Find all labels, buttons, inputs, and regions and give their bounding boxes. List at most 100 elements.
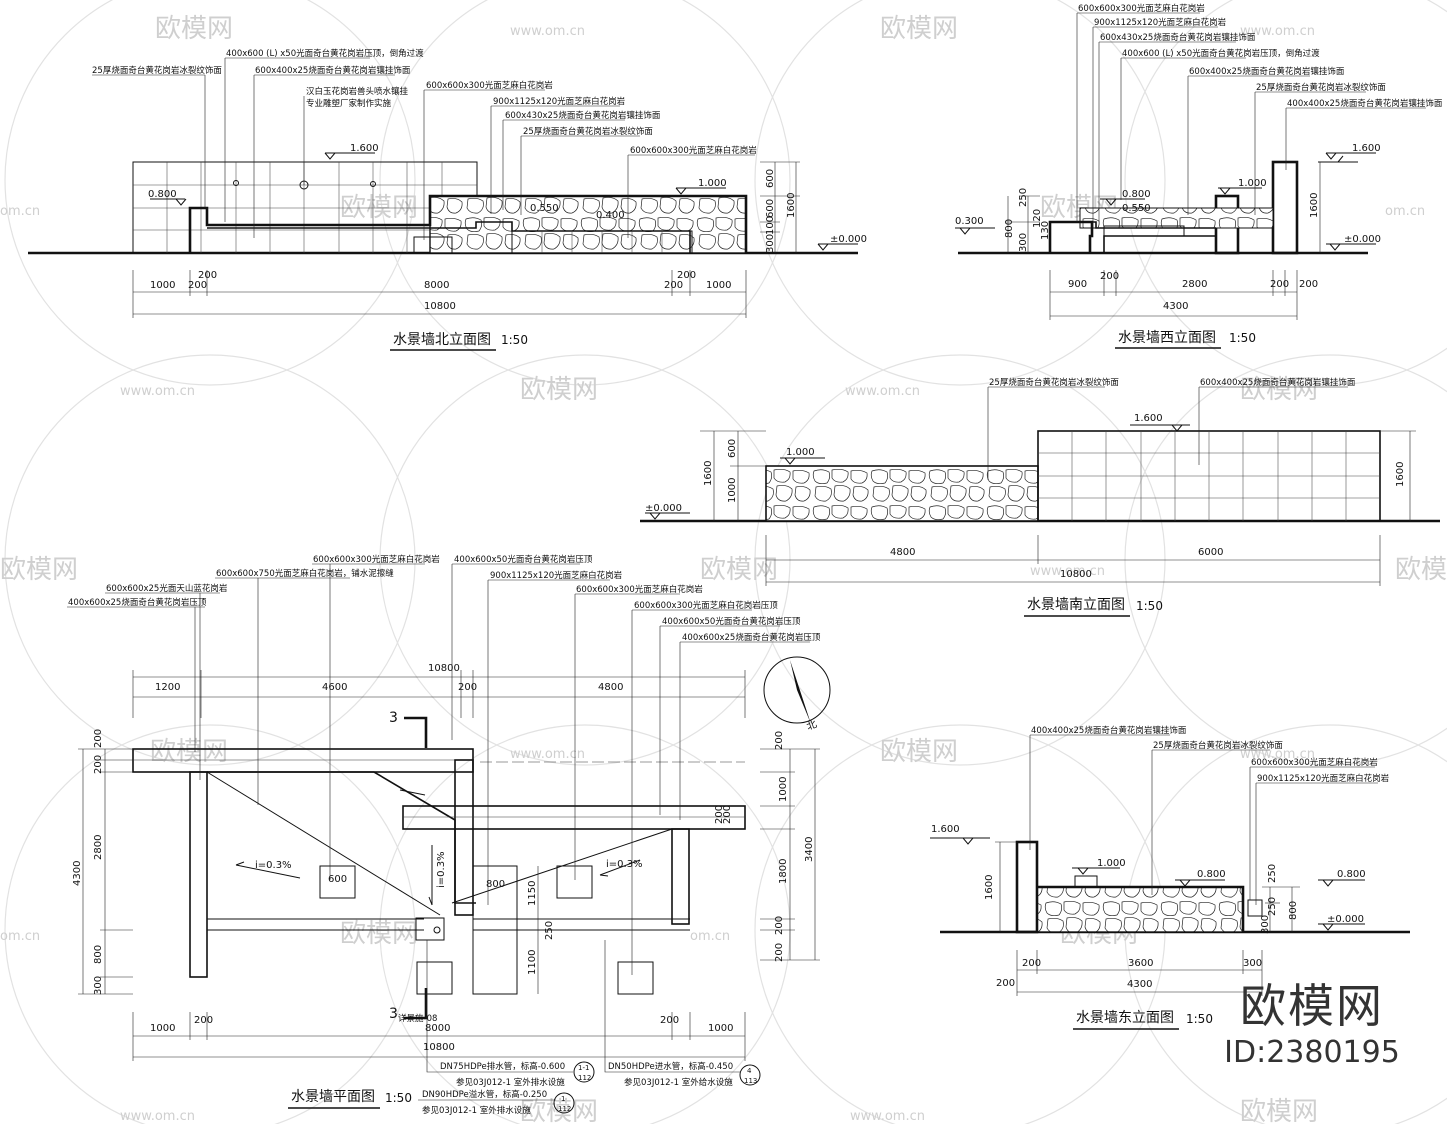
- dimension-label: 2800: [93, 835, 104, 860]
- dimension-label: 200: [1100, 271, 1119, 282]
- watermark-brand: 欧模网: [1240, 375, 1318, 405]
- elevation-label: 0.800: [1337, 869, 1366, 880]
- watermark-brand: 欧模网: [340, 919, 418, 949]
- watermark-brand: 欧模网: [520, 1097, 598, 1124]
- dimension-label: 100: [765, 216, 776, 235]
- dimension-label: 200: [93, 729, 104, 748]
- dimension-label: 1000: [778, 777, 789, 802]
- dimension-label: 4600: [322, 682, 347, 693]
- dimension-label: 800: [1288, 901, 1299, 920]
- watermark-brand: 欧模网: [700, 555, 778, 585]
- dimension-label: 1000: [708, 1023, 733, 1034]
- dimension-label: 250: [1267, 864, 1278, 883]
- pipe-note: 参见03J012-1 室外给水设施: [624, 1077, 733, 1088]
- dimension-label: 200: [774, 943, 785, 962]
- annotation-note: 400x600x50光面奇台黄花岗岩压顶: [454, 554, 593, 565]
- annotation-note: 600x400x25烧面奇台黄花岗岩镶挂饰面: [1189, 66, 1345, 77]
- annotation-note: 600x600x300光面芝麻白花岗岩: [576, 584, 703, 595]
- pipe-note: DN90HDPe溢水管，标高-0.250: [422, 1089, 547, 1100]
- plan-box-label: 600: [328, 874, 347, 885]
- dimension-label: 1600: [703, 461, 714, 486]
- watermark-brand: 欧模网: [1395, 555, 1447, 585]
- dimension-label: 4300: [1127, 979, 1152, 990]
- annotation-note: 25厚烧面奇台黄花岗岩冰裂纹饰面: [92, 65, 222, 76]
- dimension-label: 800: [93, 945, 104, 964]
- pipe-note: DN50HDPe进水管，标高-0.450: [608, 1061, 733, 1072]
- annotation-note: 400x600 (L) x50光面奇台黄花岗岩压顶，倒角过渡: [1122, 48, 1320, 59]
- dimension-label: 1150: [527, 881, 538, 906]
- section-mark: 3: [389, 710, 398, 726]
- watermark-site: www.om.cn: [120, 1109, 195, 1124]
- elevation-label: 0.400: [596, 210, 625, 221]
- elevation-label: 1.600: [931, 824, 960, 835]
- dimension-label: 4300: [1163, 301, 1188, 312]
- dimension-label: 1800: [778, 859, 789, 884]
- detail-tag: 112: [578, 1074, 591, 1082]
- watermark-site-short: om.cn: [0, 204, 40, 219]
- slope-label: i=0.3%: [606, 859, 643, 870]
- watermark-site-short: om.cn: [0, 929, 40, 944]
- south-elevation-drawing: 1.000 1.600 ±0.000 1600 600 1000 1600 48…: [640, 377, 1440, 617]
- dimension-label: 200: [188, 280, 207, 291]
- pipe-note: 参见03J012-1 室外排水设施: [456, 1077, 565, 1088]
- dimension-label: 1000: [727, 478, 738, 503]
- elevation-label: 1.000: [1238, 178, 1267, 189]
- annotation-note: 900x1125x120光面芝麻白花岗岩: [1094, 17, 1227, 28]
- north-arrow: 北: [763, 656, 831, 733]
- annotation-note: 600x430x25烧面奇台黄花岗岩镶挂饰面: [505, 110, 661, 121]
- elevation-label: ±0.000: [1327, 914, 1364, 925]
- dimension-label: 200: [664, 280, 683, 291]
- annotation-note: 600x600x300光面芝麻白花岗岩: [630, 145, 757, 156]
- annotation-note: 600x400x25烧面奇台黄花岗岩镶挂饰面: [1200, 377, 1356, 388]
- dimension-label: 1000: [150, 1023, 175, 1034]
- elevation-label: 0.550: [530, 203, 559, 214]
- elevation-label: ±0.000: [645, 503, 682, 514]
- dimension-label: 200: [996, 978, 1015, 989]
- annotation-note: 400x600 (L) x50光面奇台黄花岗岩压顶，倒角过渡: [226, 48, 424, 59]
- annotation-note: 600x600x300光面芝麻白花岗岩: [1078, 3, 1205, 14]
- plan-box-label: 800: [486, 879, 505, 890]
- dimension-label: 600: [765, 199, 776, 218]
- dimension-label: 200: [1270, 279, 1289, 290]
- watermark-site: www.om.cn: [120, 384, 195, 399]
- elevation-label: 1.000: [698, 178, 727, 189]
- dimension-label: 300: [765, 234, 776, 253]
- dimension-label: 10800: [424, 301, 456, 312]
- drawing-title: 水景墙南立面图: [1027, 597, 1125, 613]
- dimension-label: 300: [1018, 233, 1029, 252]
- detail-tag: 112: [558, 1105, 571, 1113]
- annotation-note: 25厚烧面奇台黄花岗岩冰裂纹饰面: [1153, 740, 1283, 751]
- annotation-note: 600x600x300光面芝麻白花岗岩: [313, 554, 440, 565]
- annotation-note: 900x1125x120光面芝麻白花岗岩: [1257, 773, 1390, 784]
- watermark-site: www.om.cn: [1240, 747, 1315, 762]
- annotation-note: 汉白玉花岗岩兽头喷水镶挂: [306, 86, 409, 97]
- annotation-note: 400x600x25烧面奇台黄花岗岩压顶: [68, 597, 207, 608]
- watermark-site: www.om.cn: [850, 1109, 925, 1124]
- watermark-site-short: om.cn: [1385, 204, 1425, 219]
- dimension-label: 4300: [72, 861, 83, 886]
- section-ref: 详景施-08: [398, 1013, 437, 1024]
- north-elevation-drawing: 1.600 0.800 1.000 0.550 0.400 ±0.000 600…: [28, 48, 867, 351]
- dimension-label: 200: [458, 682, 477, 693]
- detail-tag: 4: [747, 1067, 752, 1075]
- watermark-site: www.om.cn: [510, 747, 585, 762]
- drawing-scale: 1:50: [501, 333, 528, 347]
- dimension-label: 250: [1267, 897, 1278, 916]
- dimension-label: 4800: [598, 682, 623, 693]
- watermark-brand: 欧模网: [155, 14, 233, 44]
- annotation-note: 900x1125x120光面芝麻白花岗岩: [490, 570, 623, 581]
- section-mark: 3: [389, 1006, 398, 1022]
- annotation-note: 900x1125x120光面芝麻白花岗岩: [493, 96, 626, 107]
- dimension-label: 10800: [423, 1042, 455, 1053]
- watermark-site: www.om.cn: [845, 384, 920, 399]
- elevation-label: 1.600: [1134, 413, 1163, 424]
- annotation-note: 25厚烧面奇台黄花岗岩冰裂纹饰面: [989, 377, 1119, 388]
- dimension-label: 250: [544, 921, 555, 940]
- watermark-brand: 欧模网: [880, 14, 958, 44]
- dimension-label: 600: [727, 439, 738, 458]
- dimension-label: 1000: [706, 280, 731, 291]
- dimension-label: 200: [722, 805, 733, 824]
- annotation-note: 25厚烧面奇台黄花岗岩冰裂纹饰面: [523, 126, 653, 137]
- dimension-label: 1600: [1309, 193, 1320, 218]
